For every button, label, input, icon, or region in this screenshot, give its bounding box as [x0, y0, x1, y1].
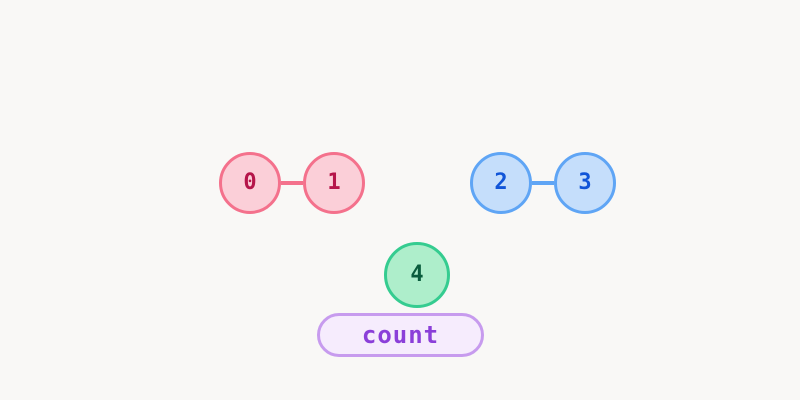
count-label-text: count: [361, 321, 440, 349]
graph-node-label: 2: [494, 170, 508, 195]
graph-node-0[interactable]: 0: [219, 152, 281, 214]
graph-node-label: 0: [243, 170, 257, 195]
graph-node-1[interactable]: 1: [303, 152, 365, 214]
graph-node-label: 4: [410, 262, 424, 287]
count-label-pill[interactable]: count: [317, 313, 484, 357]
graph-node-4[interactable]: 4: [384, 242, 450, 308]
graph-node-2[interactable]: 2: [470, 152, 532, 214]
graph-node-3[interactable]: 3: [554, 152, 616, 214]
graph-node-label: 1: [327, 170, 341, 195]
graph-node-label: 3: [578, 170, 592, 195]
